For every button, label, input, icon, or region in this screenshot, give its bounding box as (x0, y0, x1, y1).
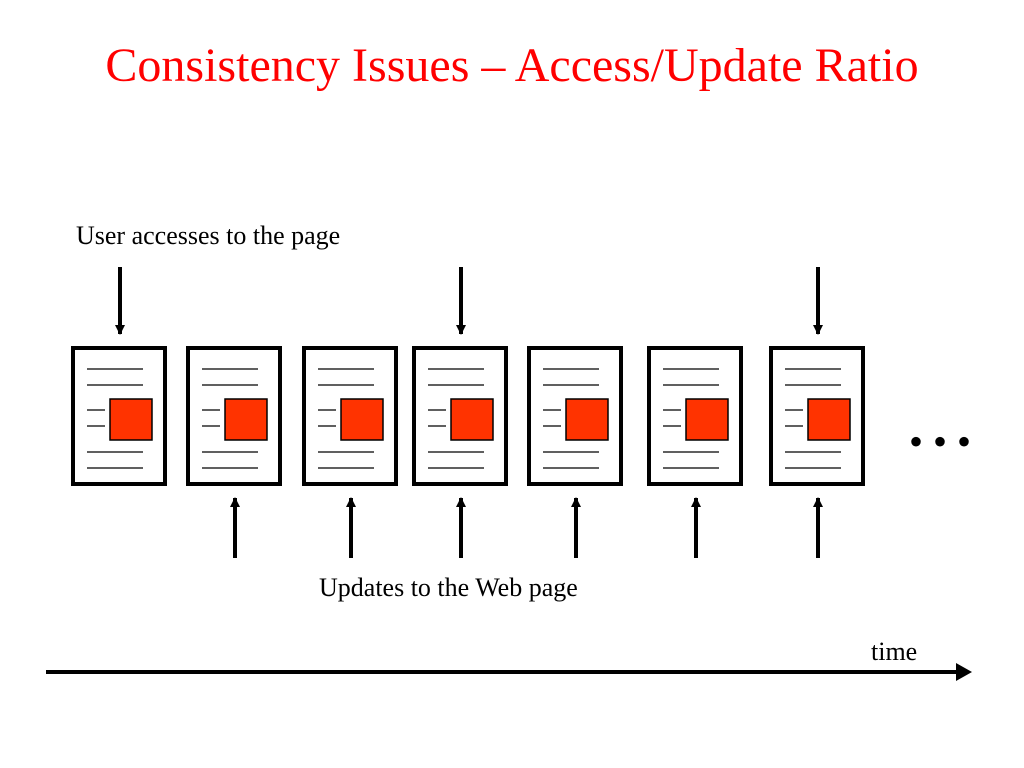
time-axis-arrowhead (956, 663, 972, 681)
web-page-icon (769, 346, 865, 486)
web-page-icon (186, 346, 282, 486)
page-image-block (565, 398, 609, 441)
page-image-block (340, 398, 384, 441)
access-label: User accesses to the page (76, 221, 341, 250)
web-page-icon (71, 346, 167, 486)
web-page-icon (647, 346, 743, 486)
page-image-block (450, 398, 494, 441)
time-axis (46, 663, 972, 681)
continuation-dots: • • • (909, 419, 971, 464)
page-image-block (224, 398, 268, 441)
page-image-block (109, 398, 153, 441)
web-page-icon (302, 346, 398, 486)
pages-row (71, 346, 865, 486)
web-page-icon (412, 346, 508, 486)
page-image-block (685, 398, 729, 441)
web-page-icon (527, 346, 623, 486)
slide-title: Consistency Issues – Access/Update Ratio (105, 39, 919, 92)
time-label: time (871, 637, 918, 666)
arrows-group (115, 267, 823, 558)
page-image-block (807, 398, 851, 441)
update-label: Updates to the Web page (319, 573, 578, 602)
